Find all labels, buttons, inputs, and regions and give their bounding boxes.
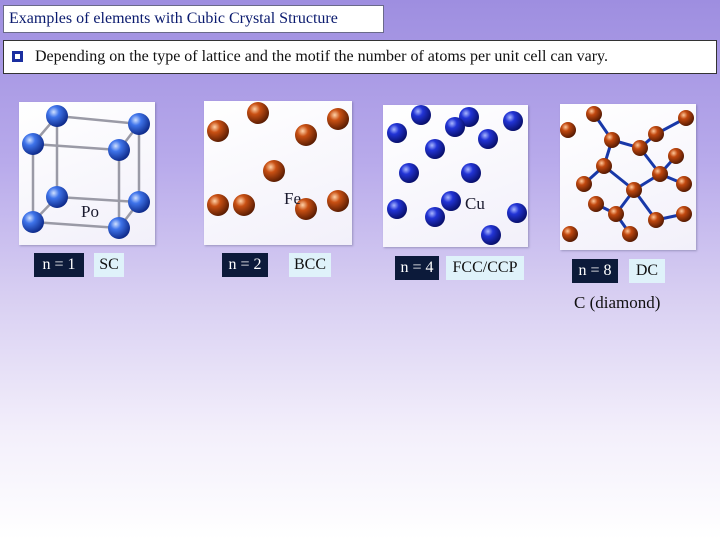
bullet-point: Depending on the type of lattice and the… <box>3 40 717 74</box>
lattice-type-fcc: FCC/CCP <box>446 256 524 280</box>
bullet-square-icon <box>12 51 23 62</box>
atoms-per-cell-dc: n = 8 <box>572 259 618 283</box>
dc-lattice-image <box>560 104 696 250</box>
dc-atoms <box>560 106 694 242</box>
bcc-lattice-drawing <box>207 102 349 220</box>
dc-lattice-drawing <box>560 106 694 242</box>
sc-lattice-drawing <box>22 105 150 239</box>
atoms-per-cell-sc: n = 1 <box>34 253 84 277</box>
dc-bonds <box>582 113 687 235</box>
atoms-per-cell-fcc: n = 4 <box>395 256 439 280</box>
sc-atoms <box>22 105 150 239</box>
lattice-type-dc: DC <box>629 259 665 283</box>
bullet-text: Depending on the type of lattice and the… <box>35 48 608 65</box>
lattice-type-bcc: BCC <box>289 253 331 277</box>
element-label-fe: Fe <box>284 189 301 208</box>
element-label-cu: Cu <box>465 194 485 213</box>
bcc-atoms <box>207 102 349 220</box>
lattice-type-sc: SC <box>94 253 124 277</box>
fcc-lattice-drawing <box>387 105 527 245</box>
fcc-atoms <box>387 105 527 245</box>
bcc-lattice-image: Fe <box>204 101 352 245</box>
atoms-per-cell-bcc: n = 2 <box>222 253 268 277</box>
fcc-lattice-image: Cu <box>383 105 528 247</box>
sc-lattice-image: Po <box>19 102 155 245</box>
slide-title: Examples of elements with Cubic Crystal … <box>3 5 384 33</box>
diamond-caption: C (diamond) <box>574 293 661 312</box>
element-label-po: Po <box>81 202 99 221</box>
